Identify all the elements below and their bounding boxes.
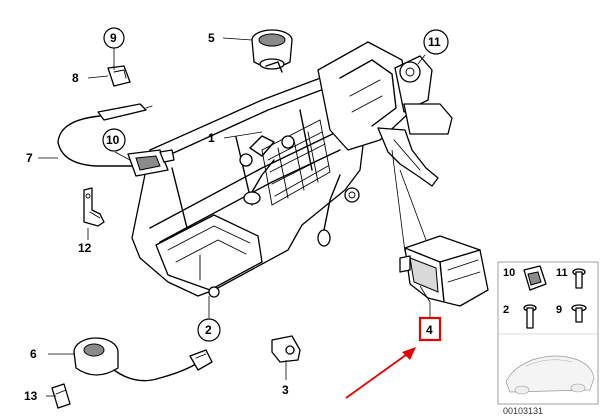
inset-connector-icon xyxy=(523,265,547,291)
svg-text:2: 2 xyxy=(503,304,509,316)
red-pointer-arrow xyxy=(345,347,416,399)
callout-4-highlighted[interactable]: 4 xyxy=(418,316,442,342)
part-5-bushing[interactable] xyxy=(251,29,293,73)
callout-8[interactable]: 8 xyxy=(72,71,79,85)
highlight-box xyxy=(418,316,442,342)
svg-text:11: 11 xyxy=(428,35,441,49)
svg-text:8: 8 xyxy=(72,71,79,85)
part-6-sensor[interactable] xyxy=(73,337,213,382)
inset-bolt-icon xyxy=(572,268,586,289)
callout-5[interactable]: 5 xyxy=(208,31,215,45)
part-12-bracket[interactable] xyxy=(83,187,105,227)
steering-column-assembly[interactable] xyxy=(131,41,453,298)
svg-text:6: 6 xyxy=(30,347,37,361)
callout-10[interactable]: 10 xyxy=(102,128,126,152)
part-4-lock-module[interactable] xyxy=(399,235,489,307)
callout-7[interactable]: 7 xyxy=(26,151,33,165)
svg-text:2: 2 xyxy=(205,323,212,337)
part-7-sensor-cable[interactable] xyxy=(57,103,175,177)
svg-text:4: 4 xyxy=(426,323,433,337)
leader-lines xyxy=(38,37,431,397)
callout-6[interactable]: 6 xyxy=(30,347,37,361)
callout-12[interactable]: 12 xyxy=(78,241,92,255)
callout-1[interactable]: 1 xyxy=(208,131,215,145)
svg-text:1: 1 xyxy=(208,131,215,145)
svg-text:12: 12 xyxy=(78,241,92,255)
inset-short-bolt-icon xyxy=(571,304,587,323)
callout-9[interactable]: 9 xyxy=(103,27,125,49)
mesh-panel xyxy=(261,119,331,206)
svg-text:9: 9 xyxy=(556,304,562,316)
document-number: 00103131 xyxy=(503,406,543,416)
part-8-clip[interactable] xyxy=(107,65,131,87)
callout-11[interactable]: 11 xyxy=(423,29,449,55)
car-silhouette-icon xyxy=(505,355,595,395)
svg-text:11: 11 xyxy=(556,267,568,279)
svg-text:9: 9 xyxy=(110,31,117,45)
part-13-clip[interactable] xyxy=(51,383,71,409)
svg-text:3: 3 xyxy=(282,383,289,397)
svg-text:7: 7 xyxy=(26,151,33,165)
svg-text:5: 5 xyxy=(208,31,215,45)
inset-screw-icon xyxy=(523,304,537,329)
callout-13[interactable]: 13 xyxy=(24,389,38,403)
svg-text:10: 10 xyxy=(503,267,515,279)
callout-3[interactable]: 3 xyxy=(282,383,289,397)
svg-text:13: 13 xyxy=(24,389,38,403)
callout-2[interactable]: 2 xyxy=(197,318,221,342)
part-3-bracket[interactable] xyxy=(271,335,301,363)
hardware-inset: 10 11 2 9 00103131 xyxy=(497,261,599,416)
svg-text:10: 10 xyxy=(106,133,120,147)
